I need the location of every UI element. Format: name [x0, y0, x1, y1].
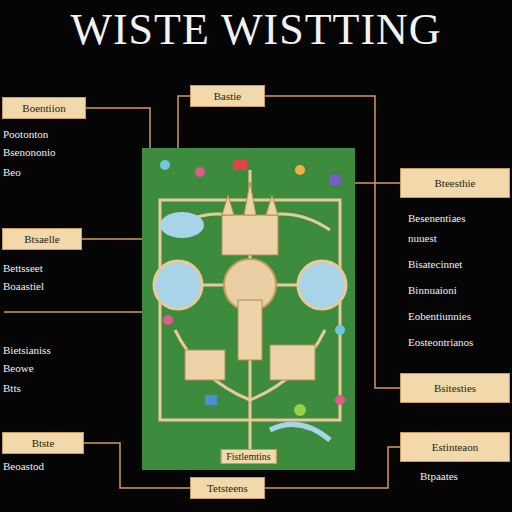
title: WISTE WISTTING — [0, 4, 512, 55]
box-label: Bteesthie — [435, 177, 476, 189]
note-text: Beoastod — [3, 460, 44, 472]
connector-line — [265, 96, 400, 388]
label-box: Estinteaon — [400, 432, 510, 462]
box-label: Estinteaon — [432, 441, 478, 453]
note-text: Beo — [3, 166, 21, 178]
note-text: Eosteontrianos — [408, 336, 473, 348]
box-label: Bsitesties — [434, 382, 476, 394]
note-text: Binnuaioni — [408, 284, 457, 296]
label-box: Btsaelle — [2, 228, 82, 250]
note-text: Bsenononio — [3, 146, 56, 158]
box-label: Bastie — [214, 90, 242, 102]
label-box: Bsitesties — [400, 373, 510, 403]
note-text: Btts — [3, 382, 21, 394]
note-text: Pootonton — [3, 128, 48, 140]
map-paths — [160, 170, 340, 450]
note-text: Bietsianiss — [3, 344, 51, 356]
note-text: Eobentiunnies — [408, 310, 471, 322]
round-pool — [298, 261, 346, 309]
label-box: Bastie — [190, 85, 265, 107]
leader-line — [4, 311, 142, 313]
note-text: Boaastiel — [3, 280, 44, 292]
connector-line — [82, 238, 142, 240]
round-pool — [154, 261, 202, 309]
map-panel: Fistlemtins — [142, 148, 355, 470]
map-label: Fistlemtins — [220, 449, 276, 464]
connector-line — [178, 96, 190, 148]
note-text: nuuest — [408, 232, 437, 244]
note-text: Beowe — [3, 362, 34, 374]
label-box: Btste — [2, 432, 84, 454]
connector-line — [355, 182, 400, 184]
label-box: Bteesthie — [400, 168, 510, 198]
connector-line — [84, 443, 190, 488]
connector-line — [86, 108, 150, 148]
box-label: Btste — [32, 437, 55, 449]
box-label: Boentiion — [22, 102, 65, 114]
label-box: Tetsteens — [190, 477, 265, 499]
connector-line — [265, 447, 400, 488]
note-text: Bisatecinnet — [408, 258, 462, 270]
box-label: Btsaelle — [24, 233, 59, 245]
box-label: Tetsteens — [207, 482, 248, 494]
map-icons — [160, 160, 345, 440]
note-text: Bettsseet — [3, 262, 43, 274]
map-ground — [142, 148, 355, 470]
label-box: Boentiion — [2, 97, 86, 119]
note-text: Btpaates — [420, 470, 458, 482]
pond — [160, 212, 204, 238]
castle — [185, 182, 315, 380]
note-text: Besenentiaes — [408, 212, 465, 224]
